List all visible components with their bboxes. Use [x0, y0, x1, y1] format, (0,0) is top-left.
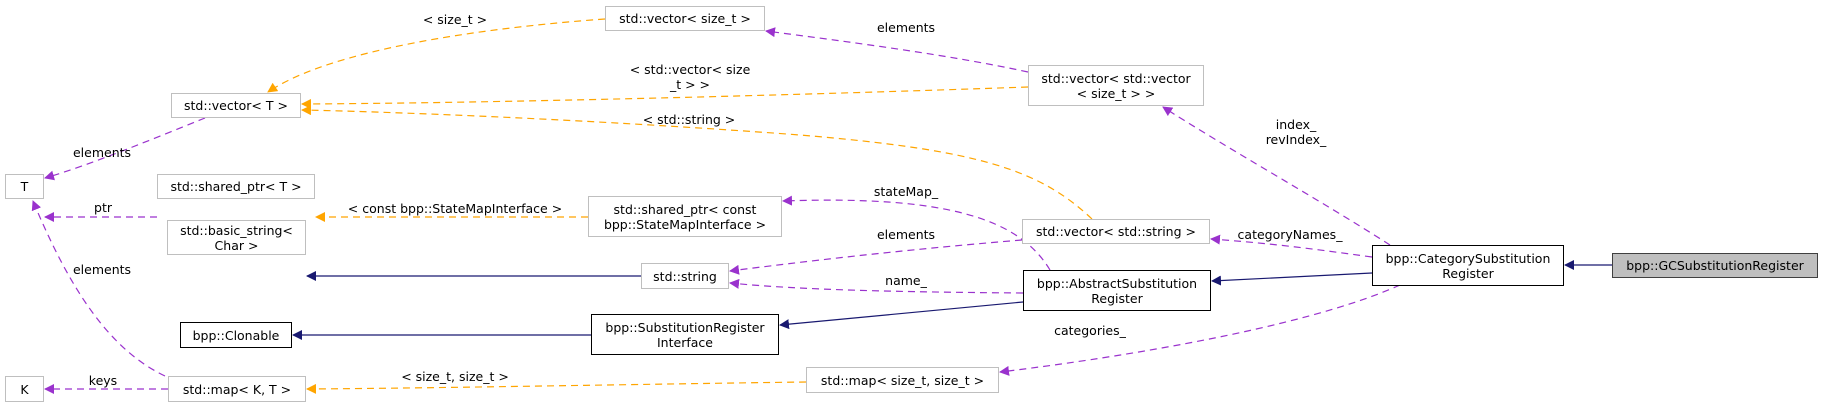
edge-label-categories: categories_ — [1054, 323, 1126, 338]
node-vector-size_t[interactable]: std::vector< size_t > — [605, 6, 765, 31]
edge-mapKT-elements-to-T — [31, 200, 166, 377]
node-gc-substitution-register: bpp::GCSubstitutionRegister — [1612, 253, 1818, 278]
edge-category-categories-to-map — [999, 284, 1401, 376]
node-vector-vector-size_t[interactable]: std::vector< std::vector < size_t > > — [1028, 65, 1204, 106]
edge-label-elements-vss: elements — [876, 20, 936, 35]
edge-vs-elements-to-string — [729, 239, 1023, 275]
edge-category-index-to-vv — [1162, 106, 1391, 246]
edge-label-std-string: < std::string > — [642, 112, 736, 127]
edge-map-size_t-to-map-KT — [306, 381, 807, 394]
edge-category-names-to-vs — [1210, 234, 1373, 258]
edge-vector-string-to-vector-T — [301, 105, 1093, 220]
edge-label-ptr: ptr — [94, 200, 112, 215]
node-T[interactable]: T — [5, 174, 44, 199]
node-substitution-register-interface[interactable]: bpp::SubstitutionRegister Interface — [591, 314, 779, 355]
node-vector-T[interactable]: std::vector< T > — [171, 93, 301, 118]
edge-abstract-statemap-to-shared — [782, 195, 1051, 271]
edge-abstract-to-iface — [779, 301, 1024, 330]
edge-label-keys: keys — [88, 373, 118, 388]
edge-label-size_t-pair: < size_t, size_t > — [401, 369, 509, 384]
node-shared-ptr-T[interactable]: std::shared_ptr< T > — [157, 174, 315, 199]
node-K[interactable]: K — [5, 376, 44, 402]
edge-abstract-name-to-string — [729, 278, 1024, 294]
edge-label-index-revindex: index_ revIndex_ — [1265, 117, 1327, 147]
node-clonable[interactable]: bpp::Clonable — [180, 322, 292, 348]
node-abstract-substitution-register[interactable]: bpp::AbstractSubstitution Register — [1023, 270, 1211, 311]
edge-vector-size_t-to-vector-T — [267, 18, 606, 93]
edge-category-to-abstract — [1211, 272, 1373, 286]
node-basic-string[interactable]: std::basic_string< Char > — [167, 220, 306, 255]
node-map-K-T[interactable]: std::map< K, T > — [168, 376, 306, 402]
node-std-string[interactable]: std::string — [641, 263, 729, 289]
edge-label-elements-vs: elements — [876, 227, 936, 242]
edge-label-elements-vT: elements — [72, 145, 132, 160]
node-vector-string[interactable]: std::vector< std::string > — [1022, 219, 1210, 244]
node-category-substitution-register[interactable]: bpp::CategorySubstitution Register — [1372, 245, 1564, 286]
edge-label-vector-size_t: < std::vector< size _t > > — [629, 62, 751, 92]
edge-vectorT-elements-to-T — [44, 117, 206, 181]
edge-label-statemap: stateMap_ — [873, 184, 939, 199]
edge-label-elements-map: elements — [72, 262, 132, 277]
edge-label-name: name_ — [885, 273, 927, 288]
edge-vector-vector-to-vector-T — [301, 86, 1029, 109]
node-map-size_t[interactable]: std::map< size_t, size_t > — [806, 367, 999, 393]
edge-label-categorynames: categoryNames_ — [1237, 227, 1343, 242]
edge-label-const-statemap: < const bpp::StateMapInterface > — [347, 201, 563, 216]
edge-label-size_t: < size_t > — [422, 12, 488, 27]
node-shared-ptr-const-statemap[interactable]: std::shared_ptr< const bpp::StateMapInte… — [588, 196, 782, 237]
edge-vv-elements-to-vector-size_t — [765, 27, 1029, 73]
